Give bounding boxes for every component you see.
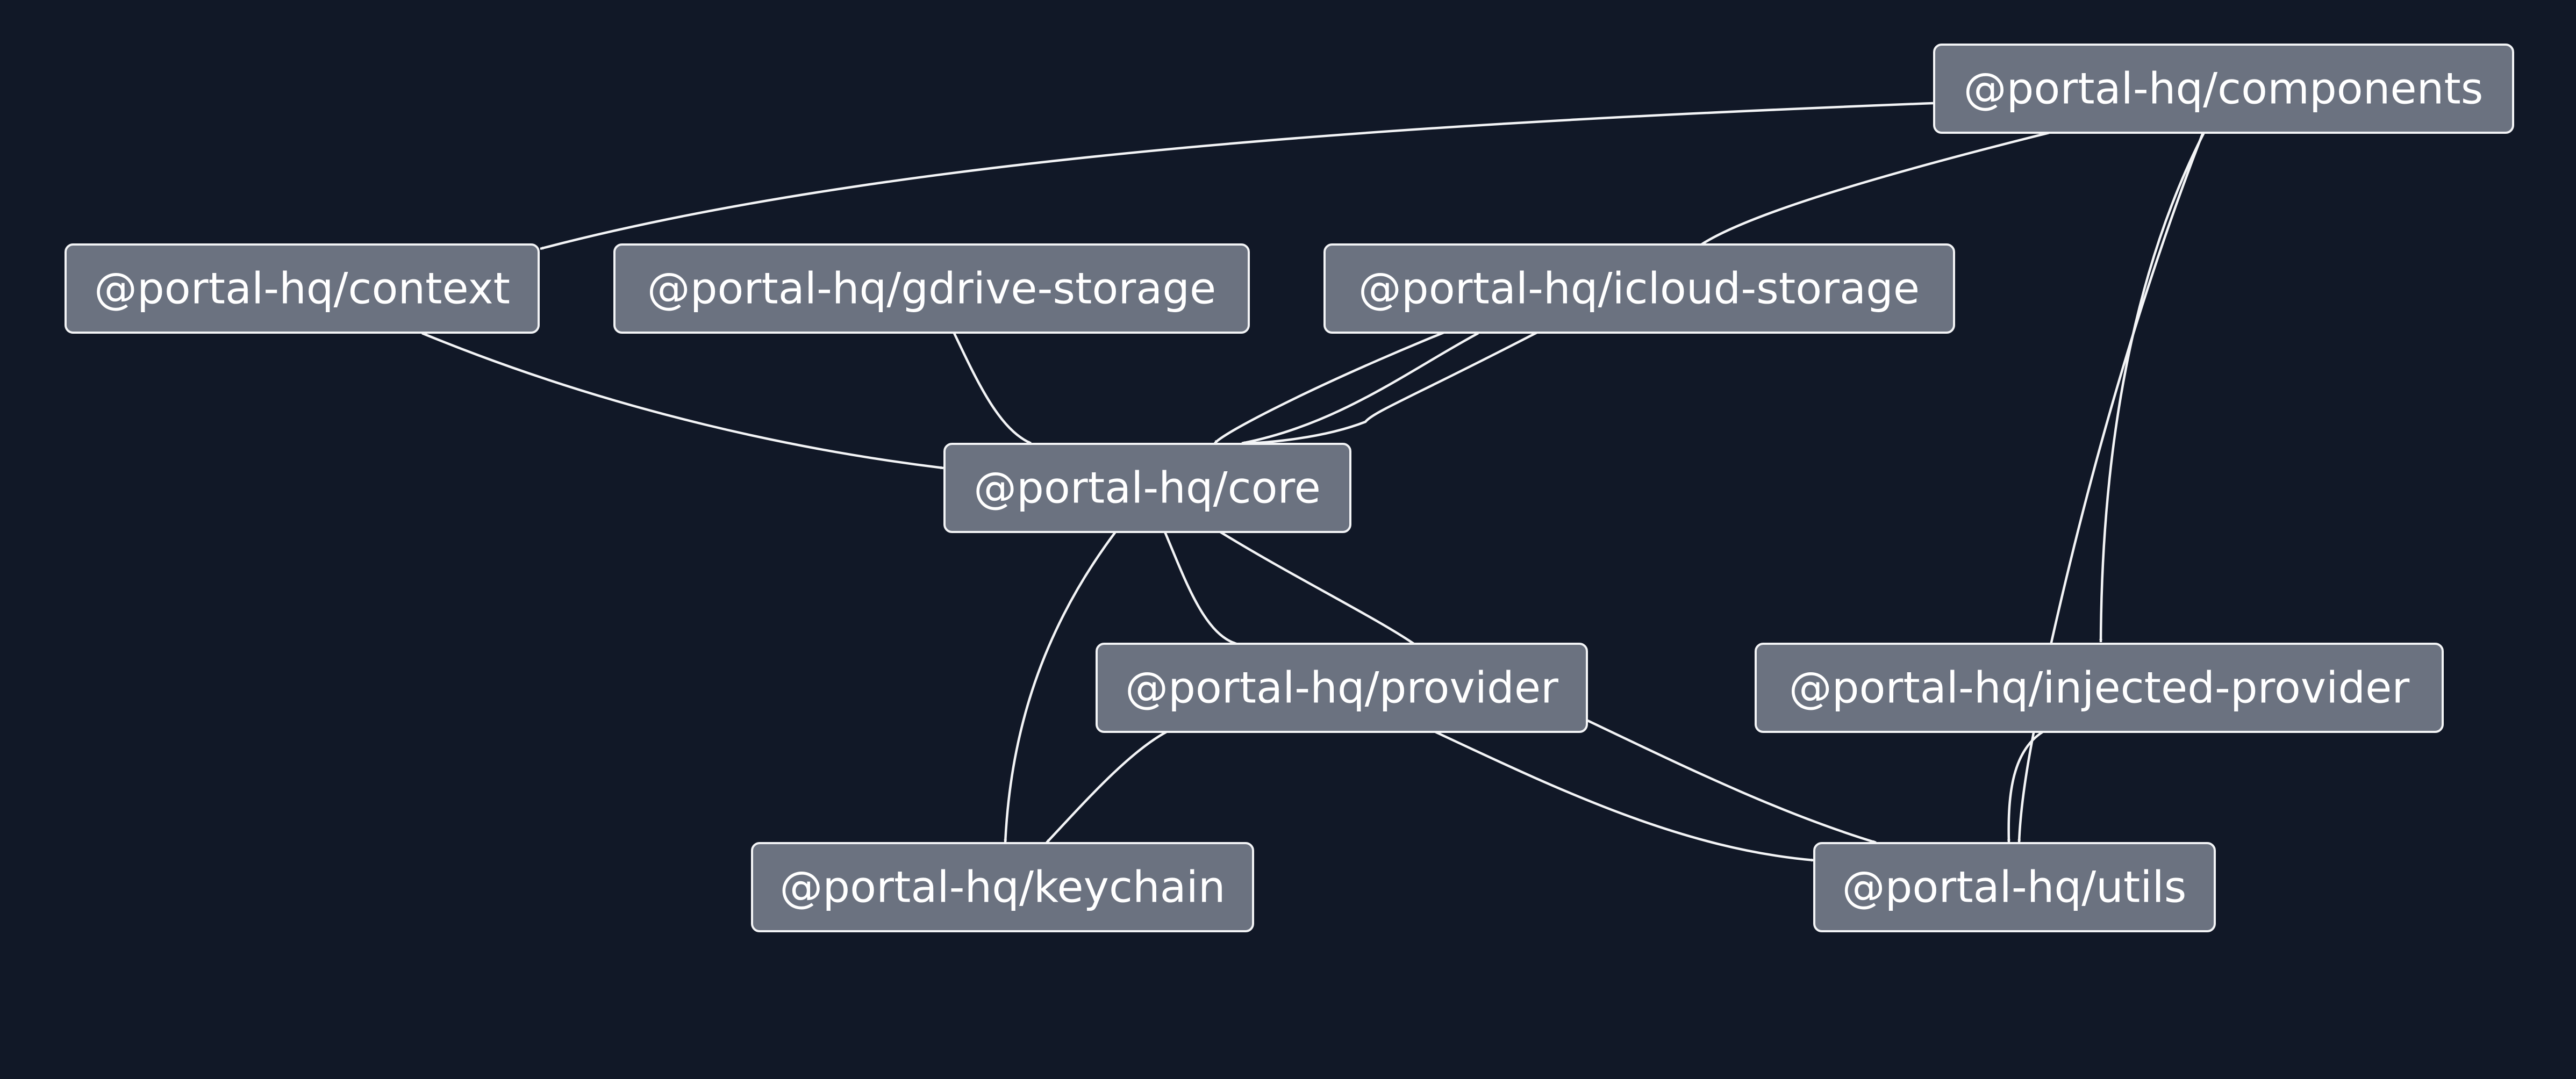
node-box-utils xyxy=(1813,842,2216,932)
edge-components-to-injected xyxy=(2099,132,2206,643)
node-box-components xyxy=(1933,44,2514,134)
edge-core-to-keychain xyxy=(1004,531,1117,843)
node-label-core: @portal-hq/core xyxy=(974,463,1321,513)
node-box-icloud-storage xyxy=(1323,243,1955,334)
node-label-gdrive-storage: @portal-hq/gdrive-storage xyxy=(647,264,1217,314)
edge-injected-to-utils xyxy=(2007,731,2044,843)
node-context[interactable]: @portal-hq/context xyxy=(65,243,540,334)
edge-provider-to-utils xyxy=(1435,730,1815,862)
edges-layer xyxy=(421,102,2206,862)
node-utils[interactable]: @portal-hq/utils xyxy=(1813,842,2216,932)
edge-components-to-utils xyxy=(2017,132,2205,843)
node-label-utils: @portal-hq/utils xyxy=(1842,862,2187,912)
node-label-context: @portal-hq/context xyxy=(94,264,510,314)
node-core[interactable]: @portal-hq/core xyxy=(943,443,1351,533)
node-gdrive-storage[interactable]: @portal-hq/gdrive-storage xyxy=(613,243,1250,334)
node-injected-provider[interactable]: @portal-hq/injected-provider xyxy=(1755,643,2444,733)
node-box-provider xyxy=(1096,643,1588,733)
node-box-context xyxy=(65,243,540,334)
edge-gdrive-to-core xyxy=(953,333,1032,445)
edge-components-to-context xyxy=(540,102,1934,250)
nodes-layer: @portal-hq/components @portal-hq/context… xyxy=(65,44,2514,932)
node-label-injected-provider: @portal-hq/injected-provider xyxy=(1789,663,2410,713)
node-keychain[interactable]: @portal-hq/keychain xyxy=(751,842,1254,932)
node-box-gdrive-storage xyxy=(613,243,1250,334)
node-label-keychain: @portal-hq/keychain xyxy=(779,862,1225,912)
edge-icloud-to-core xyxy=(1241,332,1479,445)
edge-context-to-core xyxy=(421,332,944,470)
node-provider[interactable]: @portal-hq/provider xyxy=(1096,643,1588,733)
edge-core-to-provider xyxy=(1163,531,1237,645)
node-label-components: @portal-hq/components xyxy=(1964,64,2484,114)
node-label-provider: @portal-hq/provider xyxy=(1125,663,1558,713)
node-label-icloud-storage: @portal-hq/icloud-storage xyxy=(1358,264,1920,314)
node-icloud-storage[interactable]: @portal-hq/icloud-storage xyxy=(1323,243,1955,334)
node-box-injected-provider xyxy=(1755,643,2444,733)
edge-provider-to-keychain xyxy=(1046,731,1168,844)
node-box-keychain xyxy=(751,842,1254,932)
node-box-core xyxy=(943,443,1351,533)
node-components[interactable]: @portal-hq/components xyxy=(1933,44,2514,134)
